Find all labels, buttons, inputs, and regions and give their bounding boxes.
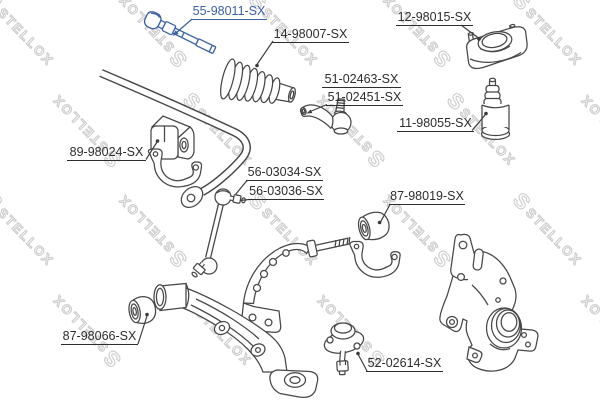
strut-mount-drawing xyxy=(466,23,528,70)
bump-stop-drawing xyxy=(480,77,511,141)
leader-bump-stop xyxy=(471,114,486,131)
leader-stabilizer-link-1 xyxy=(235,180,248,195)
part-label-56-03036-sx[interactable]: 56-03036-SX xyxy=(248,184,324,200)
leader-lines xyxy=(137,18,488,372)
part-label-12-98015-sx[interactable]: 12-98015-SX xyxy=(396,10,473,26)
part-label-89-98024-sx[interactable]: 89-98024-SX xyxy=(67,145,146,161)
steering-rack-boot-drawing xyxy=(220,58,296,104)
leader-arrow-tie-rod-end xyxy=(306,109,313,114)
part-label-51-02463-sx[interactable]: 51-02463-SX xyxy=(322,72,401,88)
leader-stabilizer-link-2 xyxy=(239,198,250,202)
part-label-55-98011-sx[interactable]: 55-98011-SX xyxy=(191,4,267,20)
control-arm-bushing-rear-drawing xyxy=(349,211,401,278)
part-label-87-98019-sx[interactable]: 87-98019-SX xyxy=(389,189,465,205)
stabilizer-bracket-drawing xyxy=(147,148,203,188)
control-arm-branch-drawing xyxy=(240,236,351,333)
stabilizer-bar-drawing xyxy=(99,69,251,208)
part-label-14-98007-sx[interactable]: 14-98007-SX xyxy=(272,27,349,43)
leader-bushing-rear xyxy=(379,204,391,224)
steering-knuckle-drawing xyxy=(439,233,539,372)
leader-tie-rod-end xyxy=(308,103,328,113)
control-arm-bushing-front-drawing xyxy=(128,296,157,325)
part-label-56-03034-sx[interactable]: 56-03034-SX xyxy=(246,165,323,181)
leader-stabilizer-bushing xyxy=(145,141,158,160)
stabilizer-link-drawing xyxy=(191,188,246,278)
part-label-11-98055-sx[interactable]: 11-98055-SX xyxy=(397,116,474,132)
control-arm-drawing xyxy=(153,282,319,398)
stabilizer-bushing-drawing xyxy=(150,115,195,160)
leader-arrow-inner-tie-rod xyxy=(172,30,179,36)
part-label-87-98066-sx[interactable]: 87-98066-SX xyxy=(61,329,138,345)
leader-boot xyxy=(256,40,274,65)
leader-strut-mount xyxy=(460,24,479,39)
leader-bushing-front xyxy=(137,315,148,345)
leader-inner-tie-rod xyxy=(174,18,193,35)
part-label-52-02614-sx[interactable]: 52-02614-SX xyxy=(366,356,443,372)
ball-joint-drawing xyxy=(323,322,365,376)
inner-tie-rod-drawing[interactable] xyxy=(142,10,217,58)
leader-ball-joint xyxy=(357,354,368,372)
part-label-51-02451-sx[interactable]: 51-02451-SX xyxy=(326,90,403,106)
